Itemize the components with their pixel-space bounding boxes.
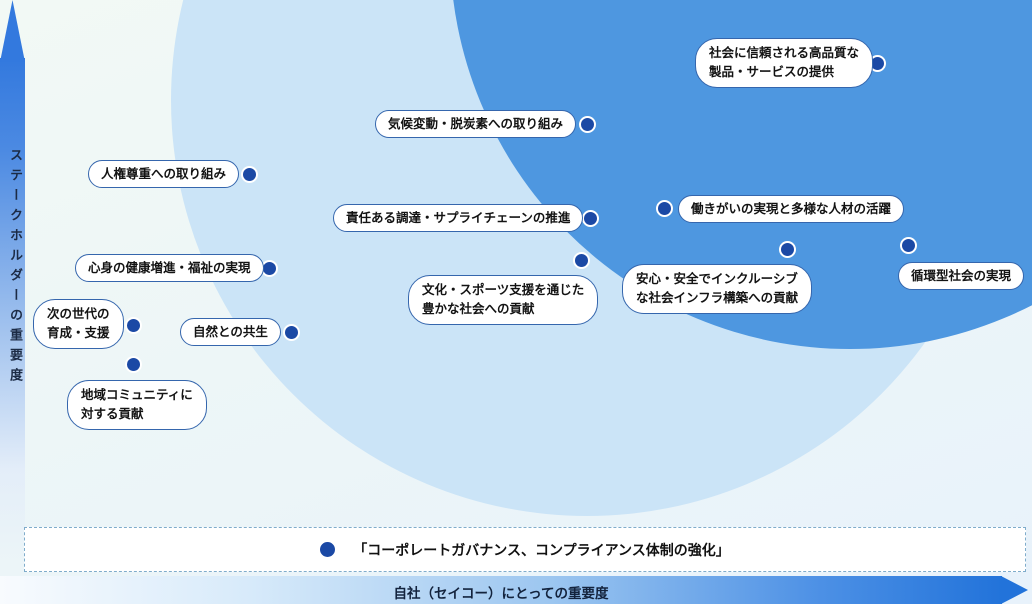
data-point-dot: [573, 252, 590, 269]
data-point-label: 地域コミュニティに 対する貢献: [67, 380, 207, 430]
data-point-dot: [900, 237, 917, 254]
data-point-dot: [125, 356, 142, 373]
data-point-dot: [579, 116, 596, 133]
data-point-label: 働きがいの実現と多様な人材の活躍: [678, 195, 905, 223]
data-point-label: 次の世代の 育成・支援: [33, 299, 124, 349]
data-point-dot: [656, 200, 673, 217]
x-axis-arrow-icon: [1001, 576, 1028, 604]
data-point-label: 自然との共生: [180, 318, 281, 346]
y-axis-arrow-icon: [0, 0, 25, 62]
data-point-label: 気候変動・脱炭素への取り組み: [375, 110, 577, 138]
data-point-dot: [283, 324, 300, 341]
x-axis-label: 自社（セイコー）にとっての重要度: [393, 586, 609, 601]
data-point-label: 責任ある調達・サプライチェーンの推進: [333, 204, 584, 232]
data-point-dot: [241, 166, 258, 183]
data-point-dot: [582, 210, 599, 227]
data-point-label: 循環型社会の実現: [898, 262, 1025, 290]
governance-note-text: 「コーポレートガバナンス、コンプライアンス体制の強化」: [353, 541, 730, 558]
data-point-label: 社会に信頼される高品質な 製品・サービスの提供: [695, 38, 874, 88]
y-axis-bar: [0, 58, 25, 572]
data-point-label: 文化・スポーツ支援を通じた 豊かな社会への貢献: [408, 275, 599, 325]
governance-note-box: 「コーポレートガバナンス、コンプライアンス体制の強化」: [24, 527, 1026, 572]
data-point-dot: [779, 241, 796, 258]
data-point-label: 人権尊重への取り組み: [88, 160, 240, 188]
y-axis-label: ステークホルダーの重要度: [8, 148, 23, 388]
governance-dot-icon: [320, 542, 336, 557]
x-axis-bar: [0, 576, 1002, 604]
data-point-label: 心身の健康増進・福祉の実現: [75, 254, 264, 282]
data-point-label: 安心・安全でインクルーシブ な社会インフラ構築への貢献: [622, 264, 813, 314]
data-point-dot: [261, 260, 278, 277]
data-point-dot: [125, 317, 142, 334]
